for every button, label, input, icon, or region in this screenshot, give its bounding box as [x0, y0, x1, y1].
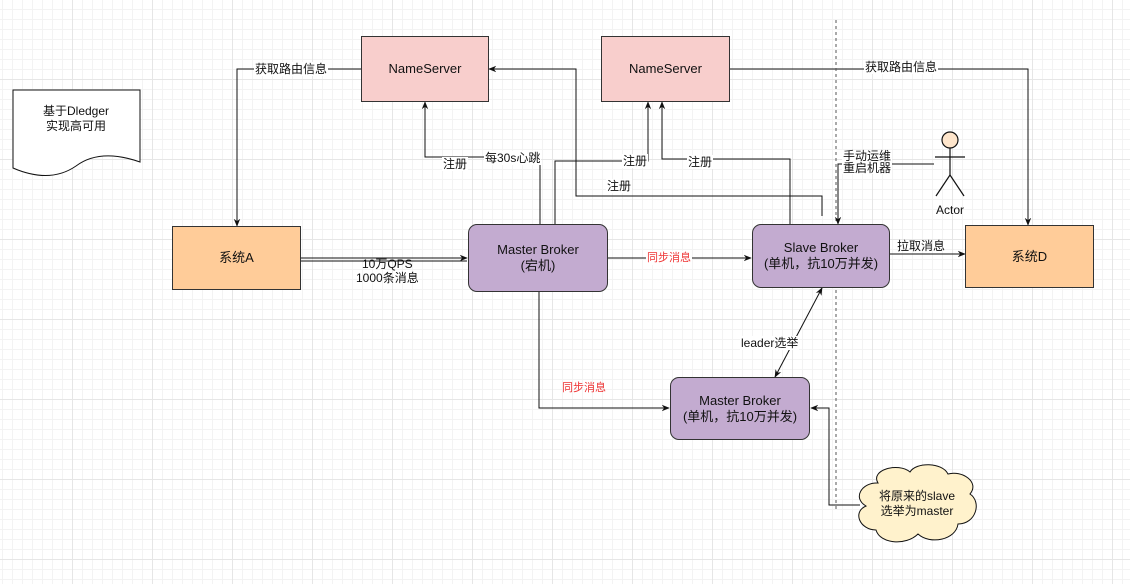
label-register-3: 注册	[687, 155, 714, 169]
label-qps: 10万QPS 1000条消息	[356, 257, 419, 285]
label-register-2: 注册	[622, 154, 649, 168]
label-pull: 拉取消息	[897, 239, 946, 253]
nameserver-2[interactable]: NameServer	[601, 36, 730, 102]
edge-route-left	[233, 68, 361, 227]
label-register-4: 注册	[606, 179, 633, 193]
system-a[interactable]: 系统A	[172, 226, 301, 290]
label-register-1: 注册	[442, 157, 469, 171]
label-heartbeat: 每30s心跳	[484, 151, 542, 165]
slave-broker[interactable]: Slave Broker (单机，抗10万并发)	[752, 224, 890, 288]
edge-cloud	[810, 404, 860, 506]
label-route-right: 获取路由信息	[864, 60, 939, 74]
edge-register-ns2-slave	[658, 101, 791, 224]
note-text: 基于Dledger 实现高可用	[42, 104, 110, 133]
label-sync-2: 同步消息	[562, 382, 606, 394]
actor-figure	[935, 131, 965, 197]
label-leader-election: leader选举	[740, 336, 800, 350]
actor-label: Actor	[935, 203, 964, 217]
edge-leader-election	[774, 287, 823, 378]
master-broker-down[interactable]: Master Broker (宕机)	[468, 224, 608, 292]
edge-route-right	[730, 68, 1032, 226]
cloud-text: 将原来的slave 选举为master	[878, 489, 955, 518]
new-master-broker[interactable]: Master Broker (单机，抗10万并发)	[670, 377, 810, 440]
nameserver-1[interactable]: NameServer	[361, 36, 489, 102]
label-sync-1: 同步消息	[646, 251, 692, 265]
label-manual-ops: 手动运维 重启机器	[842, 149, 893, 175]
label-route-left: 获取路由信息	[254, 62, 329, 76]
system-d[interactable]: 系统D	[965, 225, 1094, 288]
